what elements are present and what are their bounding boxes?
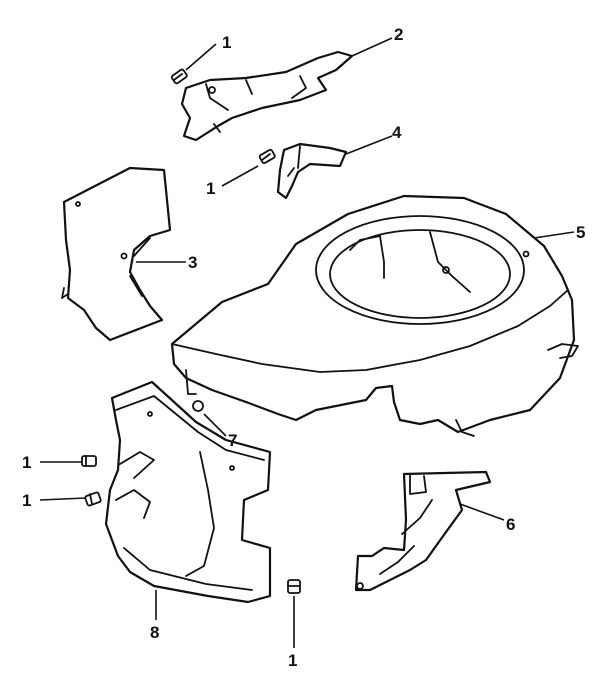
screw-left-upper bbox=[81, 455, 97, 467]
part-3-side-baffle bbox=[61, 166, 172, 342]
part-6-air-guide bbox=[354, 470, 492, 592]
callout-8: 8 bbox=[150, 623, 159, 642]
callout-2: 2 bbox=[394, 25, 403, 44]
screw-top bbox=[170, 68, 188, 85]
screw-left-lower bbox=[84, 491, 102, 507]
callout-3: 3 bbox=[188, 253, 197, 272]
leader-lines bbox=[39, 37, 575, 648]
callout-1: 1 bbox=[222, 33, 231, 52]
callout-1: 1 bbox=[206, 179, 215, 198]
part-5-blower-housing bbox=[170, 194, 579, 437]
part-4-curved-baffle bbox=[276, 142, 348, 200]
screw-bottom bbox=[287, 579, 301, 594]
callout-4: 4 bbox=[392, 123, 402, 142]
part-2-upper-baffle bbox=[180, 50, 354, 142]
callout-1: 1 bbox=[22, 453, 31, 472]
screw-part-7 bbox=[192, 400, 204, 412]
callout-5: 5 bbox=[576, 223, 585, 242]
callout-6: 6 bbox=[506, 515, 515, 534]
screw-part-4 bbox=[258, 148, 276, 164]
callout-7: 7 bbox=[228, 431, 237, 450]
part-8-front-baffle bbox=[104, 380, 272, 604]
callout-1: 1 bbox=[288, 651, 297, 670]
callout-1: 1 bbox=[22, 491, 31, 510]
